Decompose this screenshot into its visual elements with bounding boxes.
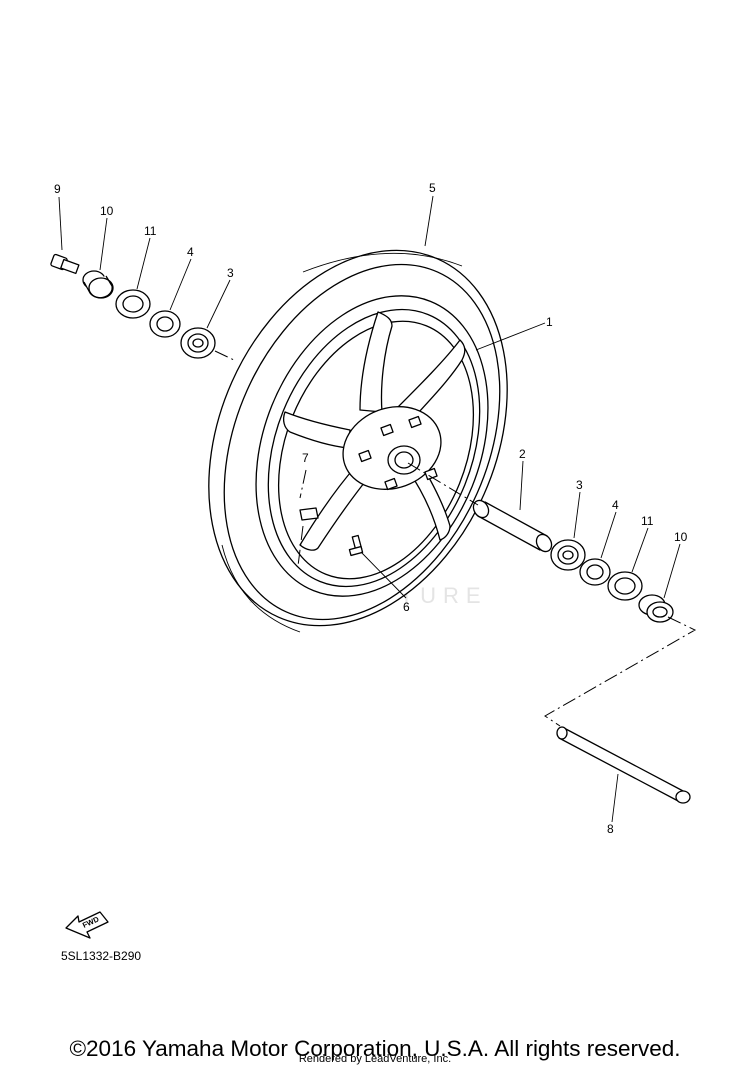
callout-3-right: 3 [576, 478, 583, 492]
collar-left [82, 270, 114, 299]
rendered-by-notice: Rendered by LeadVenture, Inc. [298, 1053, 452, 1065]
spacer-tube [472, 499, 553, 553]
spacer-right [579, 558, 611, 586]
callout-10-right: 10 [674, 530, 688, 544]
part-code: 5SL1332-B290 [61, 949, 142, 963]
callout-5: 5 [429, 181, 436, 195]
callout-3-left: 3 [227, 266, 234, 280]
spacer-left [149, 310, 181, 338]
callout-1: 1 [546, 315, 553, 329]
leader-lines [58, 195, 681, 823]
valve [348, 534, 364, 557]
wheel-spokes [283, 311, 466, 551]
callout-11-right: 11 [641, 514, 654, 528]
bearing-left [180, 327, 216, 359]
callout-2: 2 [519, 447, 526, 461]
callout-10-left: 10 [100, 204, 114, 218]
oil-seal-right [607, 571, 643, 601]
axis-centerline [297, 462, 697, 727]
callout-labels: 9 10 11 4 3 5 1 7 2 3 4 11 10 6 8 [54, 181, 688, 836]
bolt [50, 253, 80, 275]
callout-6: 6 [403, 600, 410, 614]
copyright-notice: ©2016 Yamaha Motor Corporation, U.S.A. A… [69, 1036, 681, 1061]
callout-7: 7 [302, 451, 309, 465]
callout-4-right: 4 [612, 498, 619, 512]
callout-9: 9 [54, 182, 61, 196]
callout-11-left: 11 [144, 224, 157, 238]
bearing-right [550, 539, 586, 571]
callout-4-left: 4 [187, 245, 194, 259]
fwd-arrow-icon: FWD [65, 911, 109, 939]
axle [556, 726, 691, 804]
oil-seal-left [115, 289, 151, 319]
collar-right [638, 594, 674, 623]
callout-8: 8 [607, 822, 614, 836]
balance-weight [299, 507, 319, 521]
